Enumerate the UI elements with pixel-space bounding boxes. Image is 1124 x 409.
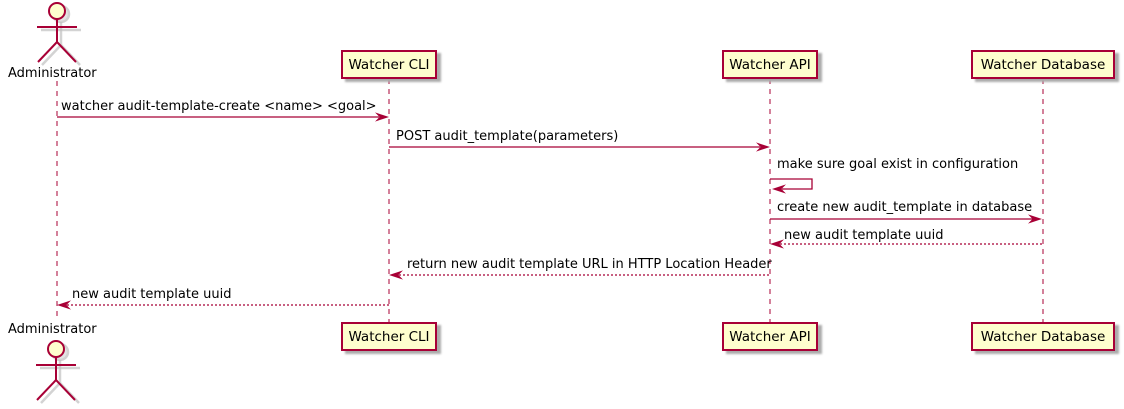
participant-watcher-database-bottom: Watcher Database — [971, 322, 1115, 351]
actor-label-top: Administrator — [8, 66, 97, 81]
message-arrow-6 — [389, 270, 770, 280]
participant-watcher-api-label: Watcher API — [729, 56, 811, 73]
message-label-1: watcher audit-template-create <name> <go… — [61, 99, 377, 114]
message-label-4: create new audit_template in database — [777, 200, 1033, 215]
message-label-5: new audit template uuid — [784, 228, 944, 243]
participant-watcher-api-top: Watcher API — [722, 50, 818, 79]
message-label-7: new audit template uuid — [72, 287, 232, 302]
message-arrow-3-self — [770, 178, 813, 194]
participant-watcher-cli-label: Watcher CLI — [348, 56, 430, 73]
message-arrow-2 — [389, 142, 770, 152]
actor-label-bottom: Administrator — [8, 322, 97, 337]
message-arrow-7 — [57, 300, 389, 310]
participant-watcher-database-label: Watcher Database — [980, 56, 1106, 73]
message-label-2: POST audit_template(parameters) — [396, 129, 619, 144]
participant-watcher-cli-bottom: Watcher CLI — [341, 322, 437, 351]
message-arrow-1 — [57, 112, 389, 122]
participant-watcher-api-bottom: Watcher API — [722, 322, 818, 351]
participant-watcher-database-top: Watcher Database — [971, 50, 1115, 79]
participant-watcher-database-label: Watcher Database — [980, 328, 1106, 345]
message-label-6: return new audit template URL in HTTP Lo… — [407, 257, 772, 272]
participant-watcher-cli-label: Watcher CLI — [348, 328, 430, 345]
participant-watcher-cli-top: Watcher CLI — [341, 50, 437, 79]
actor-figure-top — [37, 2, 77, 63]
actor-figure-bottom — [36, 340, 76, 401]
participant-watcher-api-label: Watcher API — [729, 328, 811, 345]
message-label-3: make sure goal exist in configuration — [777, 157, 1019, 172]
message-arrow-4 — [770, 214, 1042, 224]
message-arrow-5 — [770, 239, 1043, 249]
